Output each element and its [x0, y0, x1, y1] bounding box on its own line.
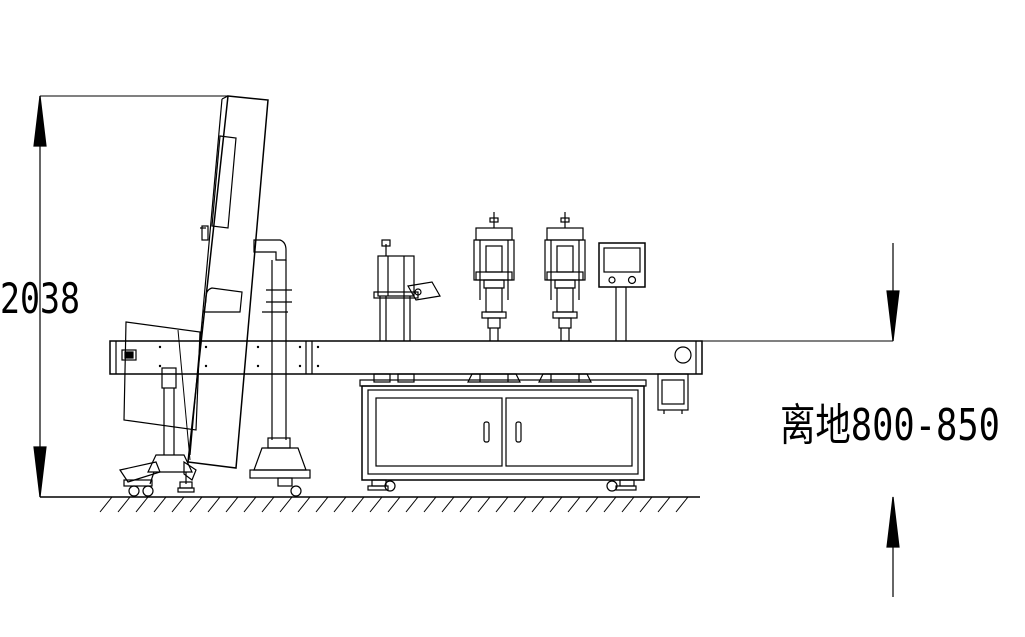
- conveyor-roller-icon: [674, 346, 692, 364]
- touchscreen-hmi: [598, 242, 646, 288]
- caster-wheel-icon: [128, 485, 140, 497]
- clearance-dimension: [700, 243, 900, 597]
- caster-wheel-icon: [384, 480, 396, 492]
- cabinet-handle-icon: [515, 421, 522, 443]
- control-button-icon: [608, 276, 616, 284]
- capping-station-2: [538, 212, 592, 383]
- capping-station-1: [467, 212, 521, 383]
- arrow-up-icon: [33, 95, 47, 147]
- arrow-up-icon: [886, 496, 900, 548]
- height-dimension: [33, 95, 228, 498]
- caster-wheel-icon: [142, 485, 154, 497]
- ground-hatching: [99, 496, 689, 513]
- control-panel: [598, 242, 646, 341]
- hopper-unit: [119, 95, 311, 497]
- cabinet-handle-icon: [483, 421, 490, 443]
- conveyor-end-plate-icon: [121, 349, 137, 361]
- clearance-dimension-label: 离地800-850: [780, 400, 1000, 451]
- caster-wheel-icon: [290, 485, 302, 497]
- cabinet: [359, 379, 647, 492]
- ground: [40, 496, 700, 513]
- control-button-icon: [627, 275, 637, 285]
- drive-motor: [657, 373, 689, 414]
- arrow-down-icon: [33, 446, 47, 498]
- height-dimension-label: 2038: [0, 274, 80, 323]
- arrow-down-icon: [886, 290, 900, 342]
- caster-wheel-icon: [606, 480, 618, 492]
- bottle-holder-station: [373, 239, 441, 383]
